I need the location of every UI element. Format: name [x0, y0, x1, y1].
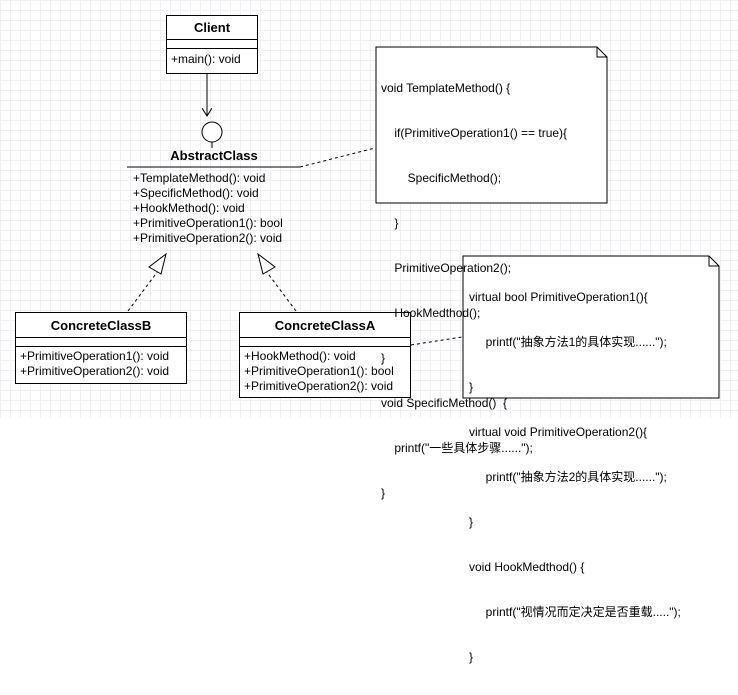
note-concrete-line: virtual void PrimitiveOperation2(){ [469, 425, 648, 439]
note-concrete-fold [708, 256, 719, 267]
note-concrete-shape [462, 255, 720, 399]
concrete-class-a-name: ConcreteClassA [240, 313, 410, 338]
note-template-line: } [381, 216, 399, 230]
abstract-operation: +SpecificMethod(): void [133, 186, 259, 200]
concrete-a-operation: +PrimitiveOperation1(): bool [244, 364, 394, 378]
note-template-line: if(PrimitiveOperation1() == true){ [381, 126, 568, 140]
generalization-a-arrowhead [257, 252, 276, 275]
abstract-operation: +HookMethod(): void [133, 201, 245, 215]
concrete-class-b-attributes-section [16, 338, 186, 347]
note-concrete-line: printf("视情况而定决定是否重载....."); [469, 605, 681, 619]
note-template-line: SpecificMethod(); [381, 171, 502, 185]
concrete-class-a[interactable]: ConcreteClassA +HookMethod(): void +Prim… [239, 312, 411, 398]
client-class-name: Client [167, 16, 257, 40]
note-concrete-link [410, 336, 463, 346]
note-concrete-text: virtual bool PrimitiveOperation1(){ prin… [469, 260, 681, 695]
note-concrete-line: } [469, 515, 474, 529]
abstract-class-operations: +TemplateMethod(): void +SpecificMethod(… [133, 171, 283, 246]
note-template-line: } [381, 351, 386, 365]
abstract-operation: +PrimitiveOperation1(): bool [133, 216, 283, 230]
concrete-b-operation: +PrimitiveOperation1(): void [20, 349, 170, 363]
note-template-line: HookMedthod(); [381, 306, 481, 320]
concrete-a-operation: +HookMethod(): void [244, 349, 356, 363]
abstract-operation: +TemplateMethod(): void [133, 171, 266, 185]
note-concrete-line: } [469, 650, 474, 664]
generalization-b-arrowhead [148, 252, 167, 275]
interface-lollipop [201, 121, 223, 143]
abstract-operation: +PrimitiveOperation2(): void [133, 231, 283, 245]
note-template-line: PrimitiveOperation2(); [381, 261, 512, 275]
abstract-class-name: AbstractClass [170, 148, 258, 163]
concrete-class-b-name: ConcreteClassB [16, 313, 186, 338]
client-class[interactable]: Client +main(): void [166, 15, 258, 74]
concrete-class-b-operations: +PrimitiveOperation1(): void +PrimitiveO… [16, 347, 186, 379]
generalization-a-line [265, 270, 297, 312]
note-concrete-line: void HookMedthod() { [469, 560, 585, 574]
diagram-canvas: Client +main(): void AbstractClass +Temp… [0, 0, 738, 664]
note-concrete-line: printf("抽象方法1的具体实现......"); [469, 335, 667, 349]
note-template-line: void TemplateMethod() { [381, 81, 511, 95]
concrete-class-b[interactable]: ConcreteClassB +PrimitiveOperation1(): v… [15, 312, 187, 384]
client-operations: +main(): void [167, 49, 257, 67]
concrete-b-operation: +PrimitiveOperation2(): void [20, 364, 170, 378]
client-attributes-section [167, 40, 257, 49]
connectors-layer [127, 46, 720, 399]
note-template-link [299, 147, 376, 168]
client-operation: +main(): void [171, 52, 241, 66]
generalization-b-line [127, 270, 159, 312]
note-concrete-line: virtual bool PrimitiveOperation1(){ [469, 290, 648, 304]
note-template-line: void SpecificMethod() { [381, 396, 508, 410]
note-concrete-line: } [469, 380, 474, 394]
note-concrete-line: printf("抽象方法2的具体实现......"); [469, 470, 667, 484]
concrete-class-a-attributes-section [240, 338, 410, 347]
note-template-fold [596, 47, 607, 58]
note-template-shape [375, 46, 608, 204]
concrete-a-operation: +PrimitiveOperation2(): void [244, 379, 394, 393]
concrete-class-a-operations: +HookMethod(): void +PrimitiveOperation1… [240, 347, 410, 394]
